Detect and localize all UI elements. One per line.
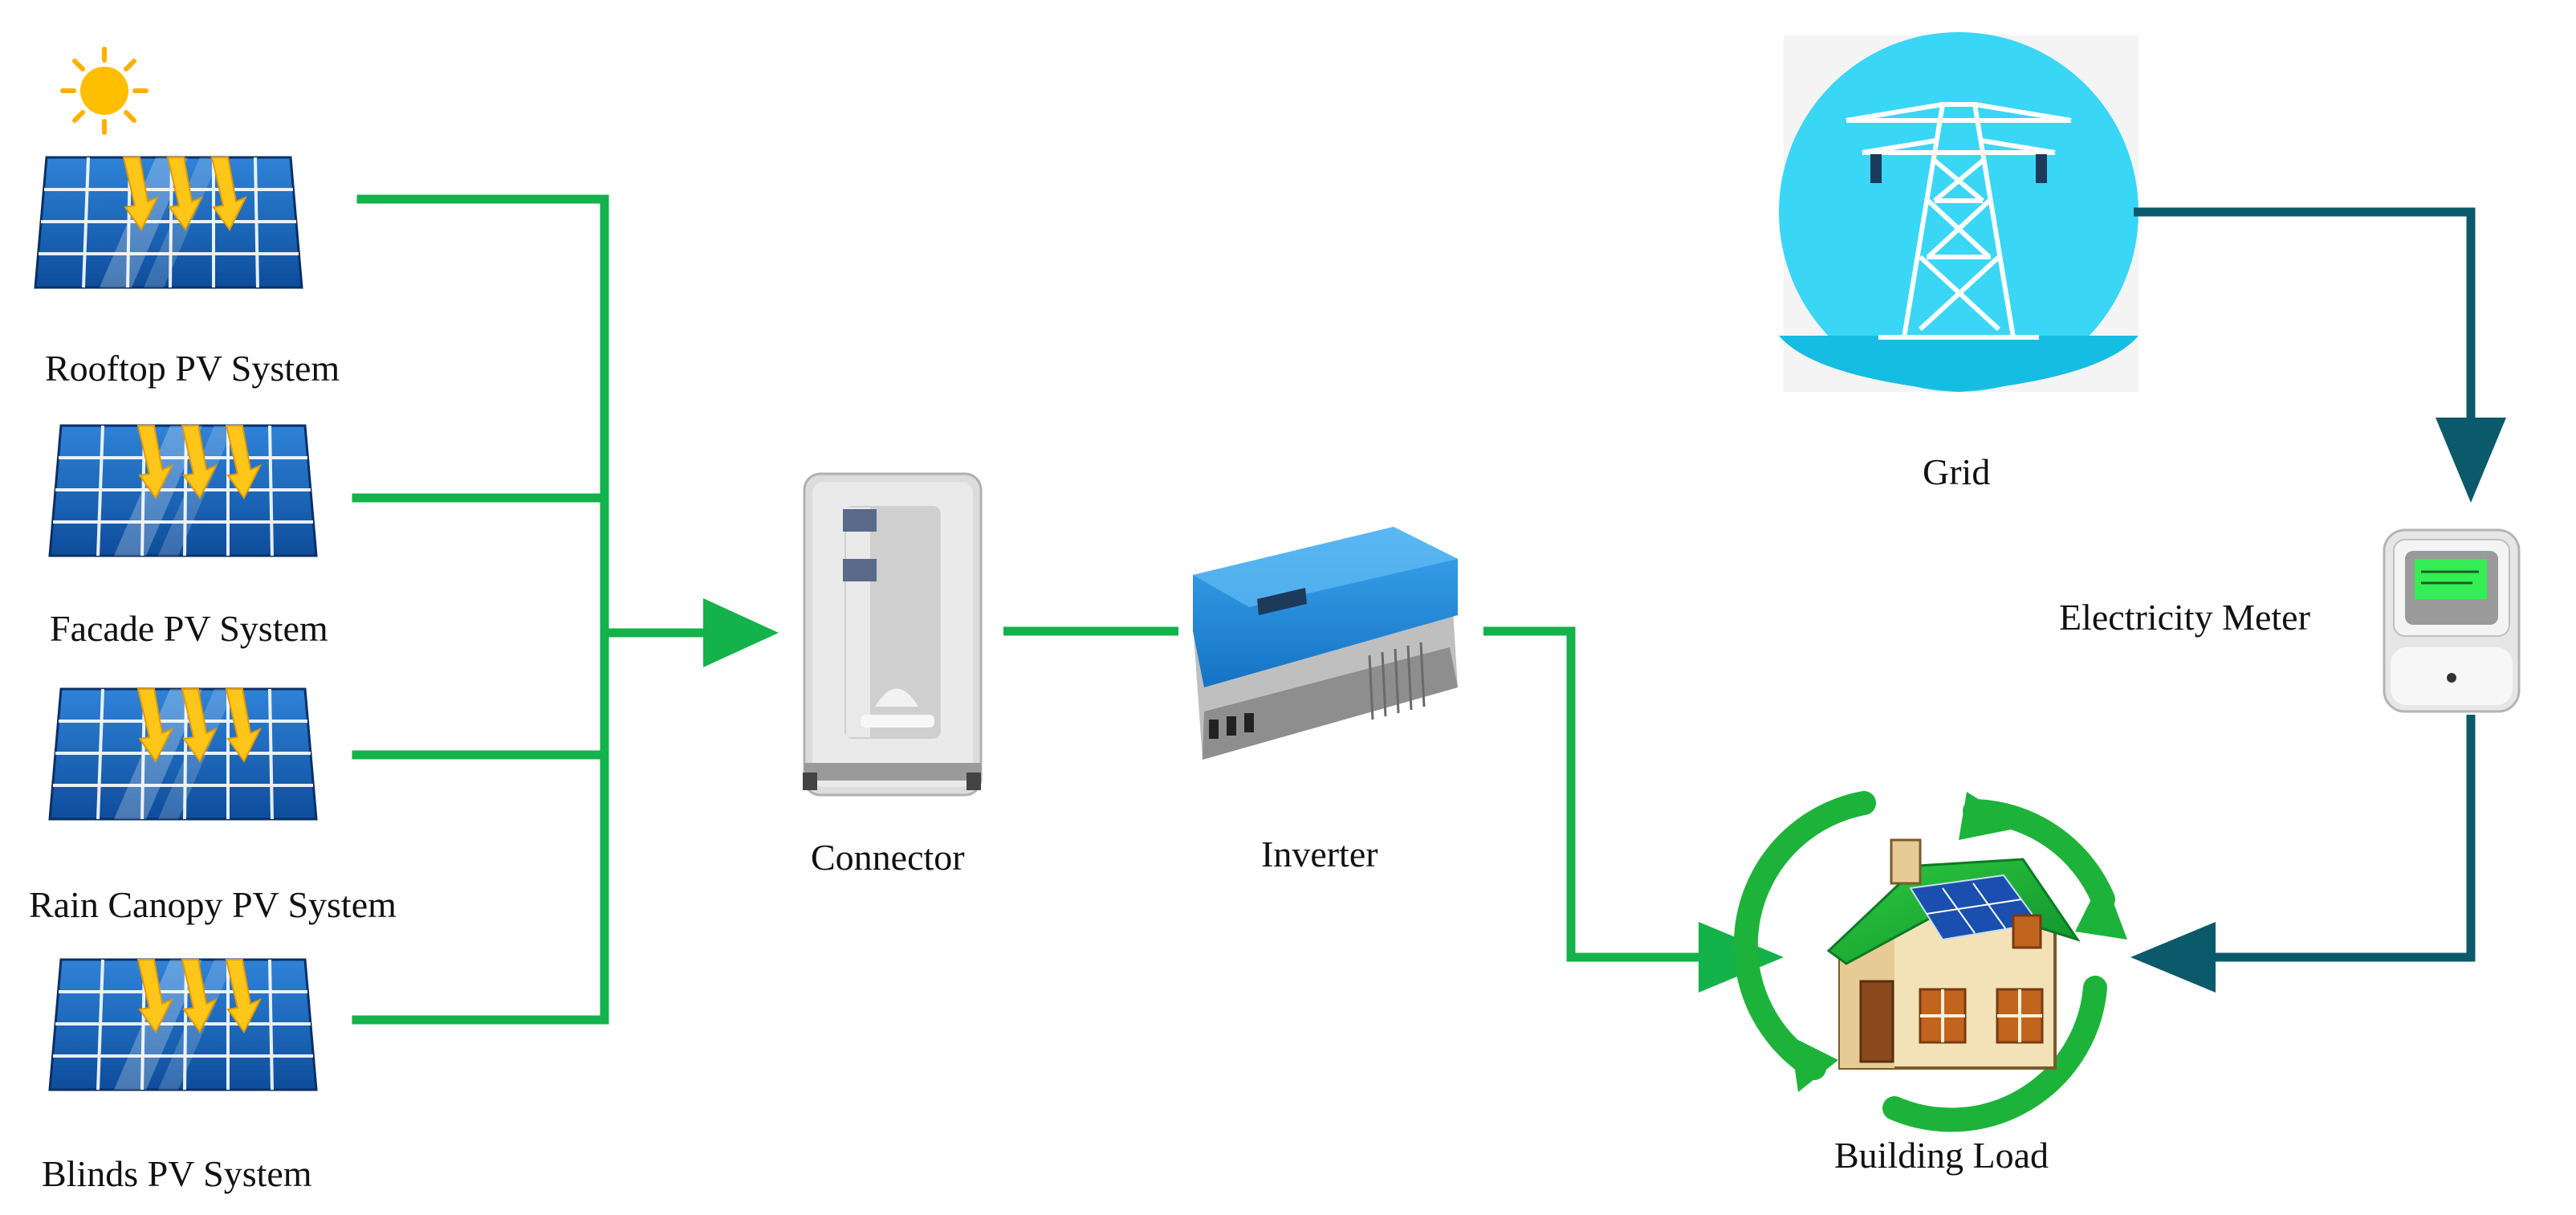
pv-flow-lines — [352, 194, 719, 1025]
inverter-to-building-line — [1483, 626, 1710, 962]
arrow-to-connector — [703, 598, 779, 667]
meter-to-building-line — [2204, 715, 2476, 962]
meter-label: Electricity Meter — [2059, 597, 2310, 638]
pv-label-blinds: Blinds PV System — [42, 1153, 312, 1194]
arrow-to-meter — [2436, 418, 2506, 503]
pv-label-rooftop: Rooftop PV System — [45, 348, 340, 389]
inverter-icon — [1193, 527, 1458, 760]
pv-label-rain-canopy: Rain Canopy PV System — [29, 884, 397, 925]
grid-label: Grid — [1923, 451, 1990, 492]
house-icon — [1733, 791, 2127, 1132]
rain-canopy-panel-icon — [48, 687, 318, 821]
connector-icon — [803, 472, 983, 797]
rooftop-panel-icon — [34, 156, 303, 289]
building-label: Building Load — [1834, 1135, 2049, 1176]
electricity-meter-icon — [2383, 528, 2521, 713]
transmission-tower-icon — [1779, 32, 2139, 392]
arrow-to-building-blue — [2130, 922, 2216, 993]
pv-label-facade: Facade PV System — [50, 608, 328, 649]
facade-panel-icon — [48, 424, 318, 557]
grid-to-meter-line — [2134, 207, 2476, 450]
connector-label: Connector — [811, 837, 965, 878]
blinds-panel-icon — [48, 958, 318, 1091]
inverter-label: Inverter — [1261, 834, 1378, 875]
sun-icon — [60, 47, 149, 135]
